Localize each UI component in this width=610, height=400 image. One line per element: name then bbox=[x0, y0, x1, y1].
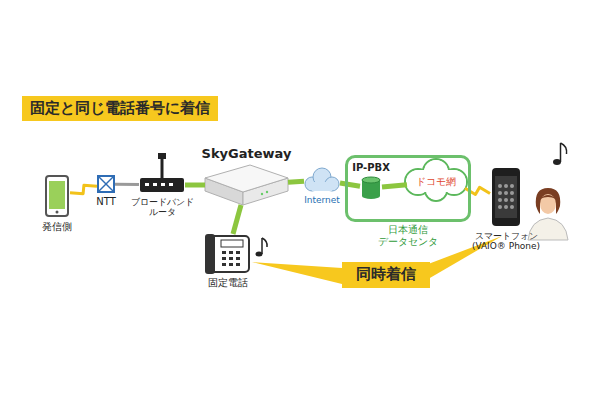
fixed-phone-icon bbox=[205, 234, 249, 274]
gateway-device bbox=[205, 165, 288, 205]
music-note bbox=[256, 238, 268, 257]
node-label: スマートフォン (VAIO® Phone) bbox=[464, 231, 548, 252]
network-line bbox=[340, 183, 360, 186]
title-banner: 固定と同じ電話番号に着信 bbox=[22, 96, 218, 121]
node-label: IP-PBX bbox=[346, 162, 396, 174]
callout-wedge bbox=[252, 262, 342, 284]
cloud-fill bbox=[406, 160, 466, 200]
network-line bbox=[288, 181, 304, 182]
ntt-node: NTT bbox=[97, 175, 115, 193]
docomo-cloud bbox=[405, 159, 467, 201]
node-label: ドコモ網 bbox=[411, 176, 461, 188]
internet-cloud bbox=[305, 168, 339, 191]
node-label: SkyGateway bbox=[202, 147, 292, 162]
router-node: ブロードバンド ルータ bbox=[139, 176, 185, 194]
node-label: 発信側 bbox=[37, 221, 77, 233]
network-line bbox=[115, 183, 139, 186]
node-label: 日本通信 データセンタ bbox=[373, 224, 443, 247]
network-line bbox=[233, 205, 241, 234]
node-label: 同時着信 bbox=[346, 266, 426, 283]
node-label: 固定電話 bbox=[203, 277, 253, 289]
node-label: Internet bbox=[297, 195, 347, 205]
network-line bbox=[382, 185, 407, 187]
router-icon bbox=[140, 153, 184, 192]
server-cylinder bbox=[362, 177, 380, 199]
smartphone-node: スマートフォン (VAIO® Phone) bbox=[490, 166, 522, 228]
caller-phone-icon bbox=[46, 176, 68, 216]
server-node: IP-PBX bbox=[360, 176, 382, 200]
wireless-bolt bbox=[70, 185, 97, 193]
caller-node: 発信側 bbox=[44, 174, 70, 218]
ntt-symbol bbox=[98, 176, 114, 192]
gateway-node: SkyGateway bbox=[205, 165, 288, 205]
music-note bbox=[553, 143, 567, 165]
internet-node: Internet bbox=[304, 168, 340, 192]
callout-box: 同時着信 bbox=[342, 262, 430, 288]
smartphone-icon bbox=[492, 168, 520, 226]
fixed-phone-node: 固定電話 bbox=[205, 234, 250, 274]
node-label: ブロードバンド ルータ bbox=[127, 197, 197, 218]
node-label: NTT bbox=[91, 196, 121, 208]
network-line bbox=[185, 183, 205, 188]
datacenter-box: 日本通信 データセンタIP-PBXドコモ網 bbox=[345, 155, 471, 222]
network-node: ドコモ網 bbox=[407, 168, 465, 196]
